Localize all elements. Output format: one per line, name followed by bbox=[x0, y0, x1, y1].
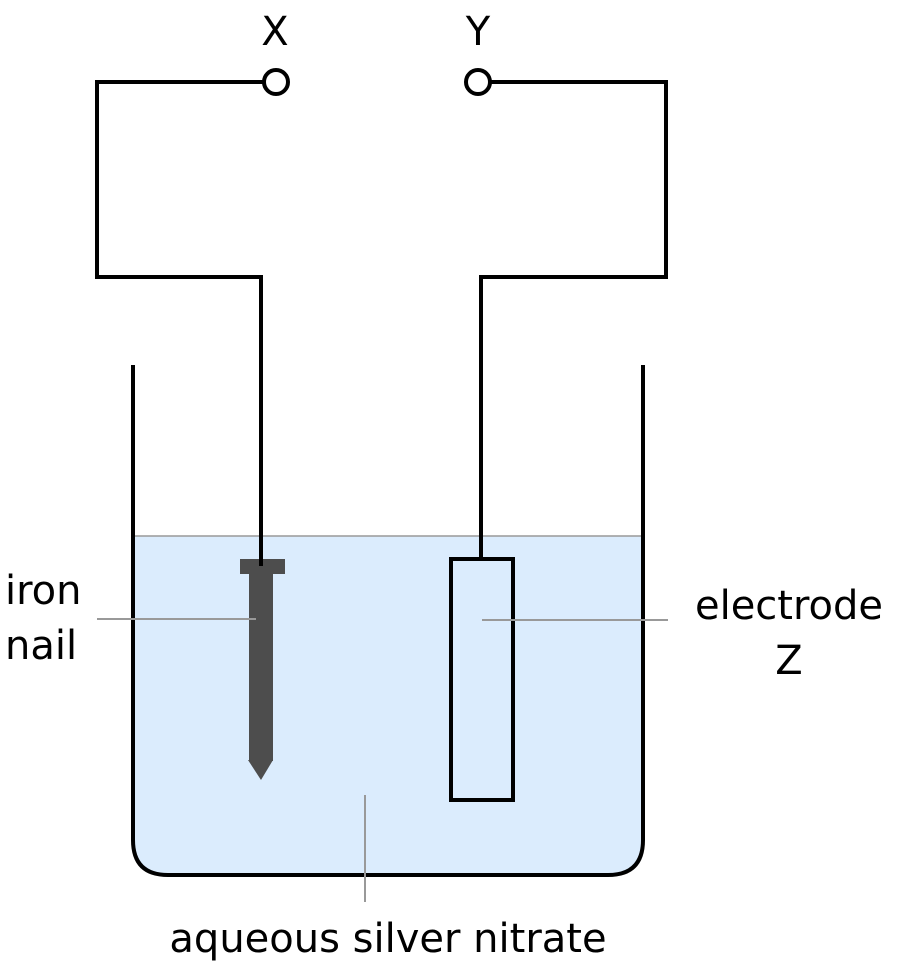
label-nail: nail bbox=[5, 623, 77, 669]
wire-left bbox=[95, 80, 263, 560]
label-solution: aqueous silver nitrate bbox=[169, 916, 606, 962]
beaker bbox=[131, 365, 645, 877]
label-y: Y bbox=[465, 9, 491, 55]
wire-right bbox=[479, 80, 668, 558]
label-z: Z bbox=[775, 638, 802, 684]
silver-nitrate-solution bbox=[135, 536, 641, 873]
iron-nail bbox=[240, 559, 285, 780]
terminal-x bbox=[262, 68, 290, 96]
terminal-y bbox=[464, 68, 492, 96]
label-electrode: electrode bbox=[695, 583, 883, 629]
electrode-z bbox=[449, 557, 515, 802]
label-iron: iron bbox=[5, 568, 82, 614]
label-x: X bbox=[261, 9, 288, 55]
